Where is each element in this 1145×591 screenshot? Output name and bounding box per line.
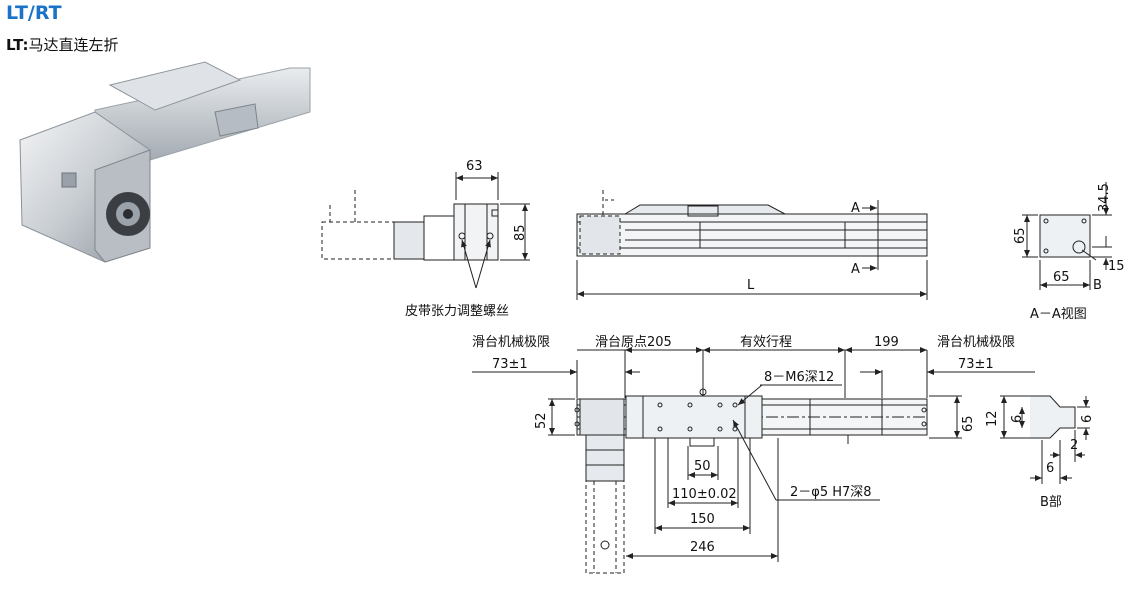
belt-tension-screw-note: 皮带张力调整螺丝 [405,304,509,319]
dim-65-plan: 65 [961,415,976,432]
dim-85: 85 [513,224,528,241]
dim-63: 63 [466,159,483,174]
section-a-top: A [851,201,860,216]
section-dim-34-5: 34.5 [1097,183,1112,212]
right-limit-value: 73±1 [958,357,994,372]
section-dim-65-horizontal: 65 [1053,270,1070,285]
dim-199: 199 [874,335,899,350]
dim-110: 110±0.02 [672,487,737,502]
page-subtitle: LT:马达直连左折 [6,34,119,55]
product-photo [19,61,311,263]
detail-b-view [1000,395,1090,484]
dim-length-l: L [747,278,755,293]
side-view [321,172,530,289]
front-view [576,190,928,300]
dim-150: 150 [690,512,715,527]
pin-holes-note: 2－φ5 H7深8 [790,485,872,500]
left-limit-label: 滑台机械极限 [472,335,550,350]
section-caption: A－A视图 [1030,307,1087,322]
dim-50: 50 [694,459,711,474]
detail-dim-6-right: 6 [1080,415,1095,423]
detail-b-caption: B部 [1040,495,1062,510]
left-limit-value: 73±1 [492,357,528,372]
section-a-a-view [1022,182,1112,290]
detail-dim-2: 2 [1070,438,1078,453]
detail-dim-6-bottom: 6 [1046,461,1054,476]
page-title: LT/RT [6,2,62,24]
dim-52: 52 [534,412,549,429]
m6-tapped-holes-note: 8－M6深12 [764,370,834,385]
section-a-bottom: A [851,262,860,277]
detail-dim-6-left: 6 [1010,415,1025,423]
section-dim-65-vertical: 65 [1013,227,1028,244]
subtitle-code: LT: [6,36,29,54]
section-dim-15: 15 [1108,259,1125,274]
dim-246: 246 [690,540,715,555]
section-ref-b: B [1093,278,1102,293]
effective-stroke-label: 有效行程 [740,335,792,350]
plan-view [472,347,1035,574]
detail-dim-12: 12 [985,410,1000,427]
slider-origin-label: 滑台原点205 [595,335,672,350]
subtitle-text: 马达直连左折 [28,36,119,54]
right-limit-label: 滑台机械极限 [937,335,1015,350]
